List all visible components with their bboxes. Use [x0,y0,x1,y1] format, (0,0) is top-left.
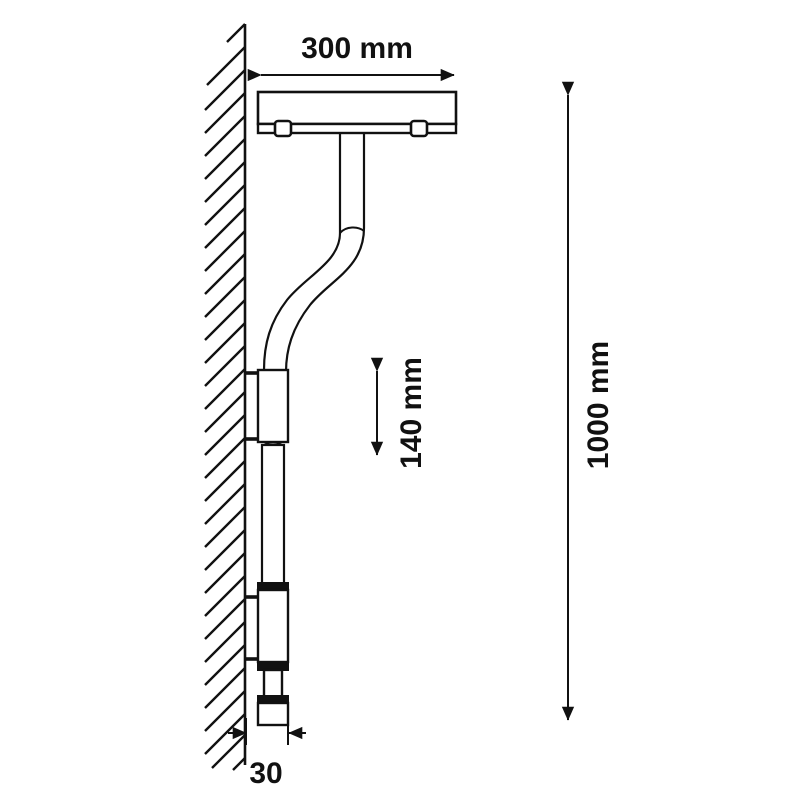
dimension-140mm: 140 mm [370,357,428,469]
dimension-30mm: 30 [228,700,306,790]
mount-screw-left-icon [273,119,293,138]
rod-end-cap [256,701,290,727]
mount-screw-right-icon [409,119,429,138]
ceiling-mount-plate [256,90,458,138]
rod-segment-upper [256,368,290,444]
dimension-300mm-label: 300 mm [301,32,413,65]
pipe-joint-arc [339,226,365,234]
dimension-1000mm: 1000 mm [561,81,615,721]
rod-segment-long [260,443,286,589]
pipe-inner-edge [262,133,342,371]
wall-assembly [204,23,247,771]
rod-neck [262,668,284,700]
dimension-300mm: 300 mm [247,32,455,82]
dimension-1000mm-label: 1000 mm [582,341,615,469]
rod-collar-lower [257,661,289,671]
wall-hatching [204,23,246,771]
ceiling-plate-body [256,90,458,126]
dimension-30mm-label: 30 [249,757,282,790]
segmented-vertical-rod [244,368,290,727]
dimension-140mm-label: 140 mm [395,357,428,469]
s-curve-pipe-assembly [262,133,366,373]
pipe-outer-edge [284,133,366,373]
rod-segment-lower [256,588,290,664]
ceiling-plate-lip [256,122,458,135]
